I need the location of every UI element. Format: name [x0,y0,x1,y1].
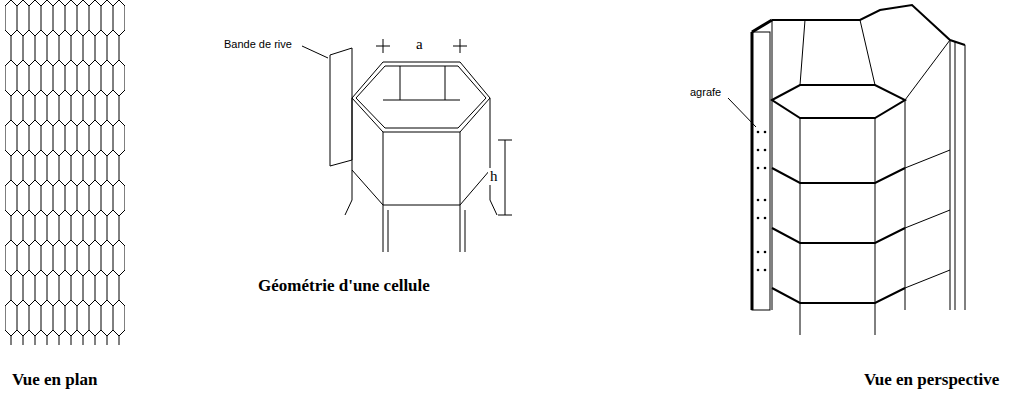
cell-geometry [302,39,512,252]
dimension-label: a [414,36,425,53]
part-label: Bande de rive [222,38,294,51]
dimension-label: h [488,168,500,185]
honeycomb-plan [5,0,125,345]
perspective-view [728,5,965,335]
view-caption: Vue en plan [10,370,99,390]
view-caption: Vue en perspective [862,370,1001,390]
view-caption: Géométrie d'une cellule [256,276,432,296]
part-label: agrafe [688,86,723,99]
